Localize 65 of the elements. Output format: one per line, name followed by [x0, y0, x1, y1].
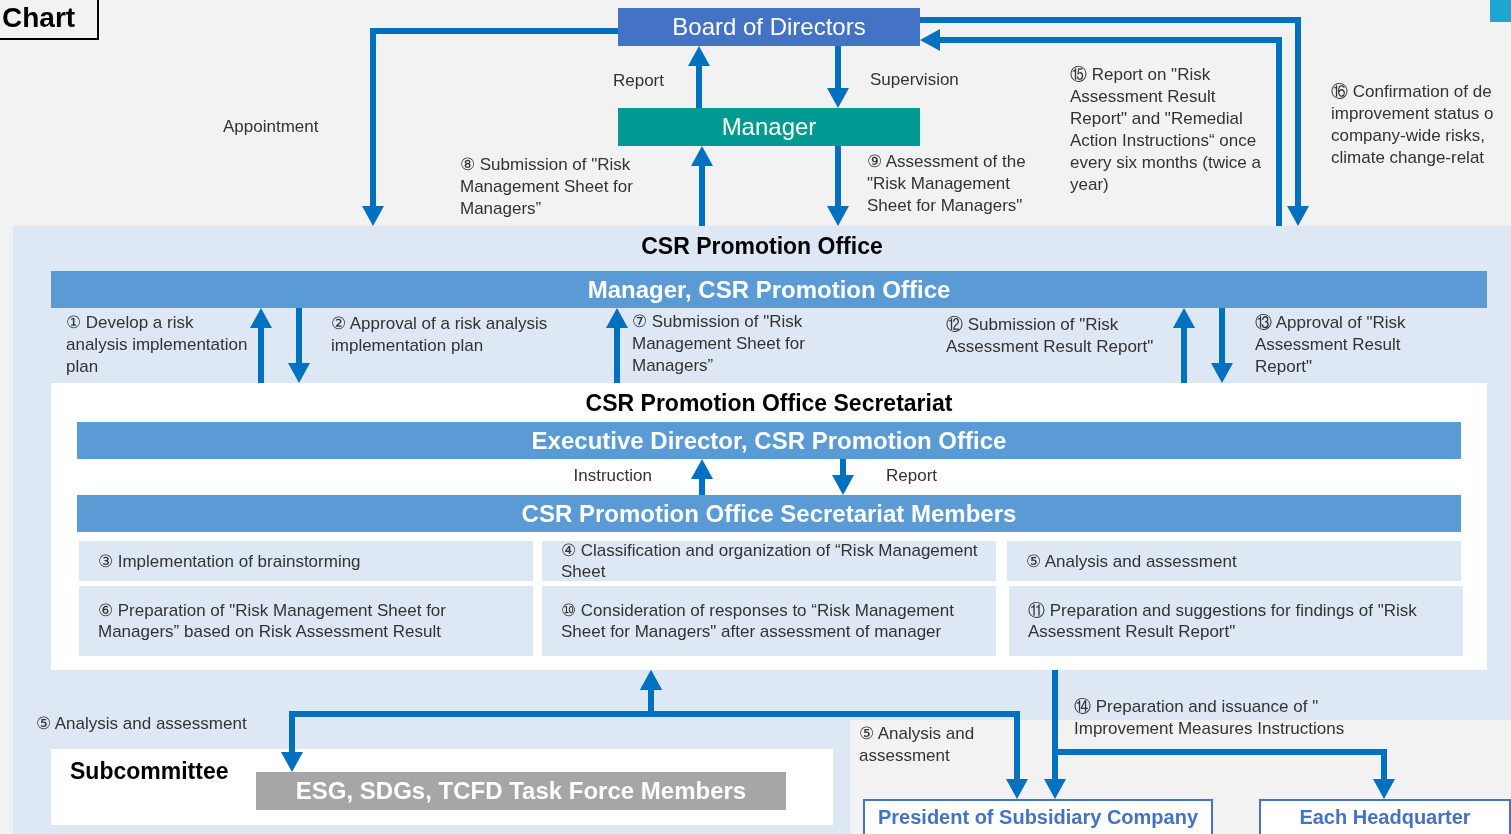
task-box — [79, 541, 533, 581]
arrow — [827, 46, 849, 108]
box-title: Manager — [721, 113, 817, 141]
task-text: ⑤ Analysis and assessment — [1026, 550, 1238, 572]
task-text: ⑥ Preparation of "Risk Management Sheet for Managers” based on Risk Assessment Result — [98, 600, 447, 642]
manager-box — [618, 108, 920, 146]
arrow — [688, 46, 710, 108]
role-bar — [77, 495, 1461, 532]
edge-label: Report — [611, 70, 664, 92]
edge-label: ⑧ Submission of "Risk Management Sheet for Managers” — [460, 154, 634, 220]
edge-label: Supervision — [870, 69, 960, 91]
arrow — [288, 308, 310, 383]
edge-label: ① Develop a risk analysis implementation plan — [66, 312, 249, 378]
task-box — [1007, 541, 1461, 581]
board-box — [618, 8, 920, 46]
bar-title: Manager, CSR Promotion Office — [587, 275, 951, 304]
bar-title: CSR Promotion Office Secretariat Members — [521, 499, 1017, 528]
edge-label: ⑬ Approval of "Risk Assessment Result Report" — [1255, 312, 1407, 378]
task-text: ⑩ Consideration of responses to “Risk Management Sheet for Managers" after assessment of manager — [561, 600, 955, 642]
box-title: Board of Directors — [672, 13, 866, 41]
box-title: Each Headquarter — [1299, 806, 1471, 829]
edge-label: ② Approval of a risk analysis implementation plan — [331, 313, 549, 357]
subcommittee-panel — [51, 749, 833, 825]
bar-title: ESG, SDGs, TCFD Task Force Members — [295, 777, 747, 805]
section-heading: Subcommittee — [70, 758, 230, 785]
box-title: President of Subsidiary Company — [877, 806, 1199, 829]
section-heading: CSR Promotion Office — [641, 233, 883, 260]
task-force-bar — [256, 772, 786, 810]
arrow — [1211, 308, 1233, 383]
edge-label: ⑭ Preparation and issuance of " Improvement Measures Instructions — [1074, 696, 1346, 740]
task-box — [542, 586, 996, 656]
edge-label: Report — [886, 465, 939, 487]
bar-title: Executive Director, CSR Promotion Office — [531, 426, 1007, 455]
edge-label: ⑤ Analysis and assessment — [36, 713, 248, 735]
section-heading: CSR Promotion Office Secretariat — [585, 390, 953, 417]
edge-label: ⑫ Submission of "Risk Assessment Result Report" — [946, 314, 1155, 358]
edge-label: ⑨ Assessment of the "Risk Management Sheet for Managers" — [867, 151, 1027, 217]
arrow — [691, 459, 713, 495]
arrow — [1173, 308, 1195, 383]
role-bar — [51, 271, 1487, 308]
edge-label: ⑦ Submission of "Risk Management Sheet for Managers” — [632, 311, 806, 377]
arrow — [362, 28, 618, 226]
task-box — [1009, 586, 1463, 656]
edge-label: ⑯ Confirmation of de improvement status o company-wide risks, climate change-relat — [1331, 81, 1495, 169]
task-text: ⑪ Preparation and suggestions for findings of "Risk Assessment Result Report" — [1028, 600, 1418, 642]
arrow — [1052, 670, 1395, 799]
office-region — [13, 226, 1511, 834]
org-unit-box — [863, 799, 1213, 834]
arrow — [832, 459, 854, 495]
arrow — [691, 146, 713, 226]
role-bar — [77, 422, 1461, 459]
task-box — [79, 586, 533, 656]
secretariat-panel — [51, 383, 1487, 670]
edge-label: Appointment — [223, 116, 320, 138]
arrow — [606, 308, 628, 383]
arrow — [827, 146, 849, 226]
double-arrow — [640, 670, 1028, 799]
arrow — [250, 308, 272, 383]
task-text: ④ Classification and organization of “Risk Management Sheet — [561, 540, 979, 582]
edge-label: ⑮ Report on "Risk Assessment Result Report" and "Remedial Action Instructions“ once every six months (twice a year) — [1070, 64, 1262, 196]
edge-label: ⑤ Analysis and assessment — [859, 723, 976, 767]
diagram-title: Chart — [2, 2, 76, 34]
edge-label: Instruction — [572, 465, 652, 487]
org-unit-box — [1259, 799, 1511, 834]
task-text: ③ Implementation of brainstorming — [98, 550, 362, 572]
